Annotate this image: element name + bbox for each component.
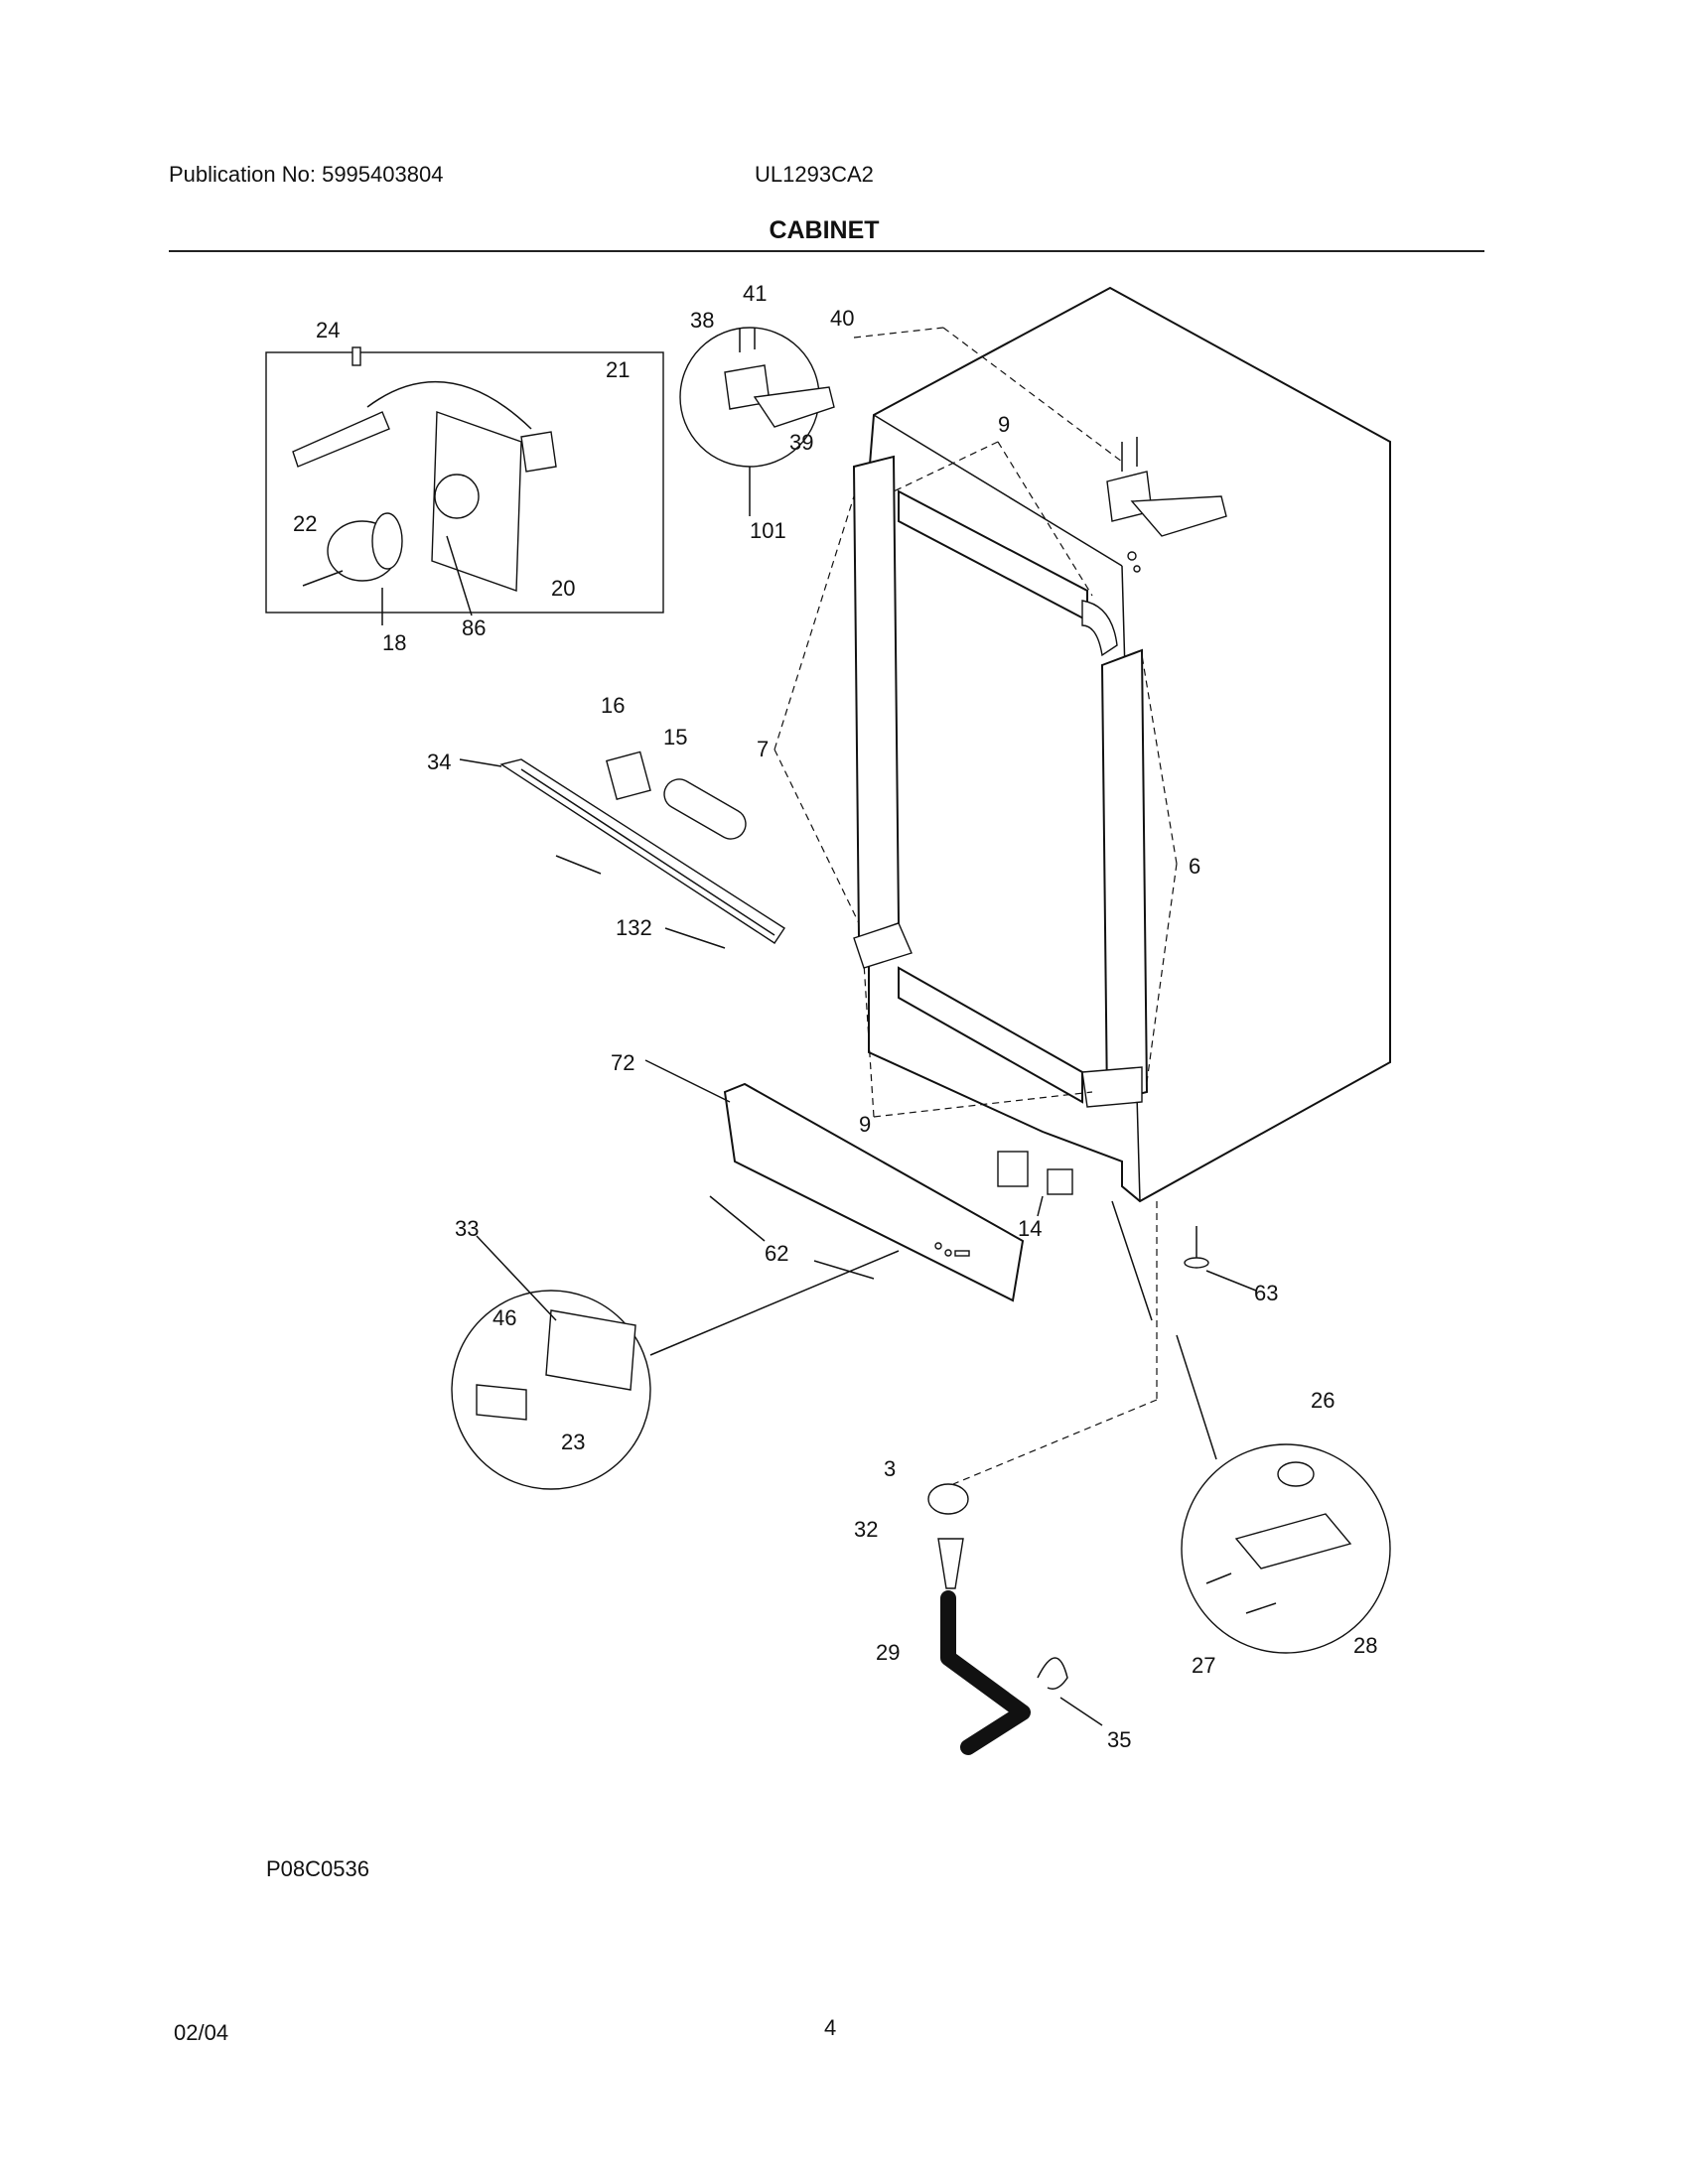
callout-18: 18 (382, 630, 406, 655)
callout-86: 86 (462, 615, 486, 640)
page-number: 4 (824, 2015, 837, 2040)
callout-9-bottom: 9 (859, 1112, 871, 1137)
callout-27: 27 (1192, 1653, 1215, 1678)
callout-9-top: 9 (998, 412, 1010, 437)
callout-6: 6 (1189, 854, 1200, 879)
breaker-strips (852, 455, 1149, 1108)
top-hinge-assembly (1106, 437, 1227, 573)
publication-date: 02/04 (174, 2020, 229, 2045)
model-number: UL1293CA2 (755, 162, 874, 187)
callout-101: 101 (750, 518, 786, 543)
callout-7: 7 (757, 737, 769, 761)
callout-132: 132 (616, 915, 652, 940)
light-assembly (459, 751, 785, 949)
callout-35: 35 (1107, 1727, 1131, 1752)
callout-33: 33 (455, 1216, 479, 1241)
callout-14: 14 (1018, 1216, 1042, 1241)
toe-grille (644, 1059, 1025, 1302)
callout-34: 34 (427, 750, 451, 774)
header-rule (169, 250, 1484, 252)
light-switch (997, 1151, 1073, 1217)
callout-41: 41 (743, 281, 767, 306)
callout-46: 46 (492, 1305, 516, 1330)
callout-16: 16 (601, 693, 625, 718)
leveling-bolt (1184, 1226, 1257, 1292)
callout-23: 23 (561, 1430, 585, 1454)
callout-72: 72 (611, 1050, 634, 1075)
callout-22: 22 (293, 511, 317, 536)
callout-28: 28 (1353, 1633, 1377, 1658)
drain-assembly (927, 1483, 1103, 1755)
callout-20: 20 (551, 576, 575, 601)
publication-number: Publication No: 5995403804 (169, 162, 444, 187)
callout-3: 3 (884, 1456, 896, 1481)
bottom-hinge-inset-circle (1181, 1443, 1391, 1654)
callout-32: 32 (854, 1517, 878, 1542)
switch-inset-circle (451, 1235, 900, 1490)
page-title: CABINET (769, 216, 880, 244)
callout-15: 15 (663, 725, 687, 750)
callout-40: 40 (830, 306, 854, 331)
callout-62: 62 (765, 1241, 788, 1266)
figure-id: P08C0536 (266, 1856, 369, 1881)
callout-29: 29 (876, 1640, 900, 1665)
callout-63: 63 (1254, 1281, 1278, 1305)
callout-38: 38 (690, 308, 714, 333)
fan-motor-inset (265, 346, 664, 614)
callout-39: 39 (789, 430, 813, 455)
callout-24: 24 (316, 318, 340, 342)
hinge-inset-circle (679, 327, 835, 516)
callout-26: 26 (1311, 1388, 1335, 1413)
callout-21: 21 (606, 357, 630, 382)
